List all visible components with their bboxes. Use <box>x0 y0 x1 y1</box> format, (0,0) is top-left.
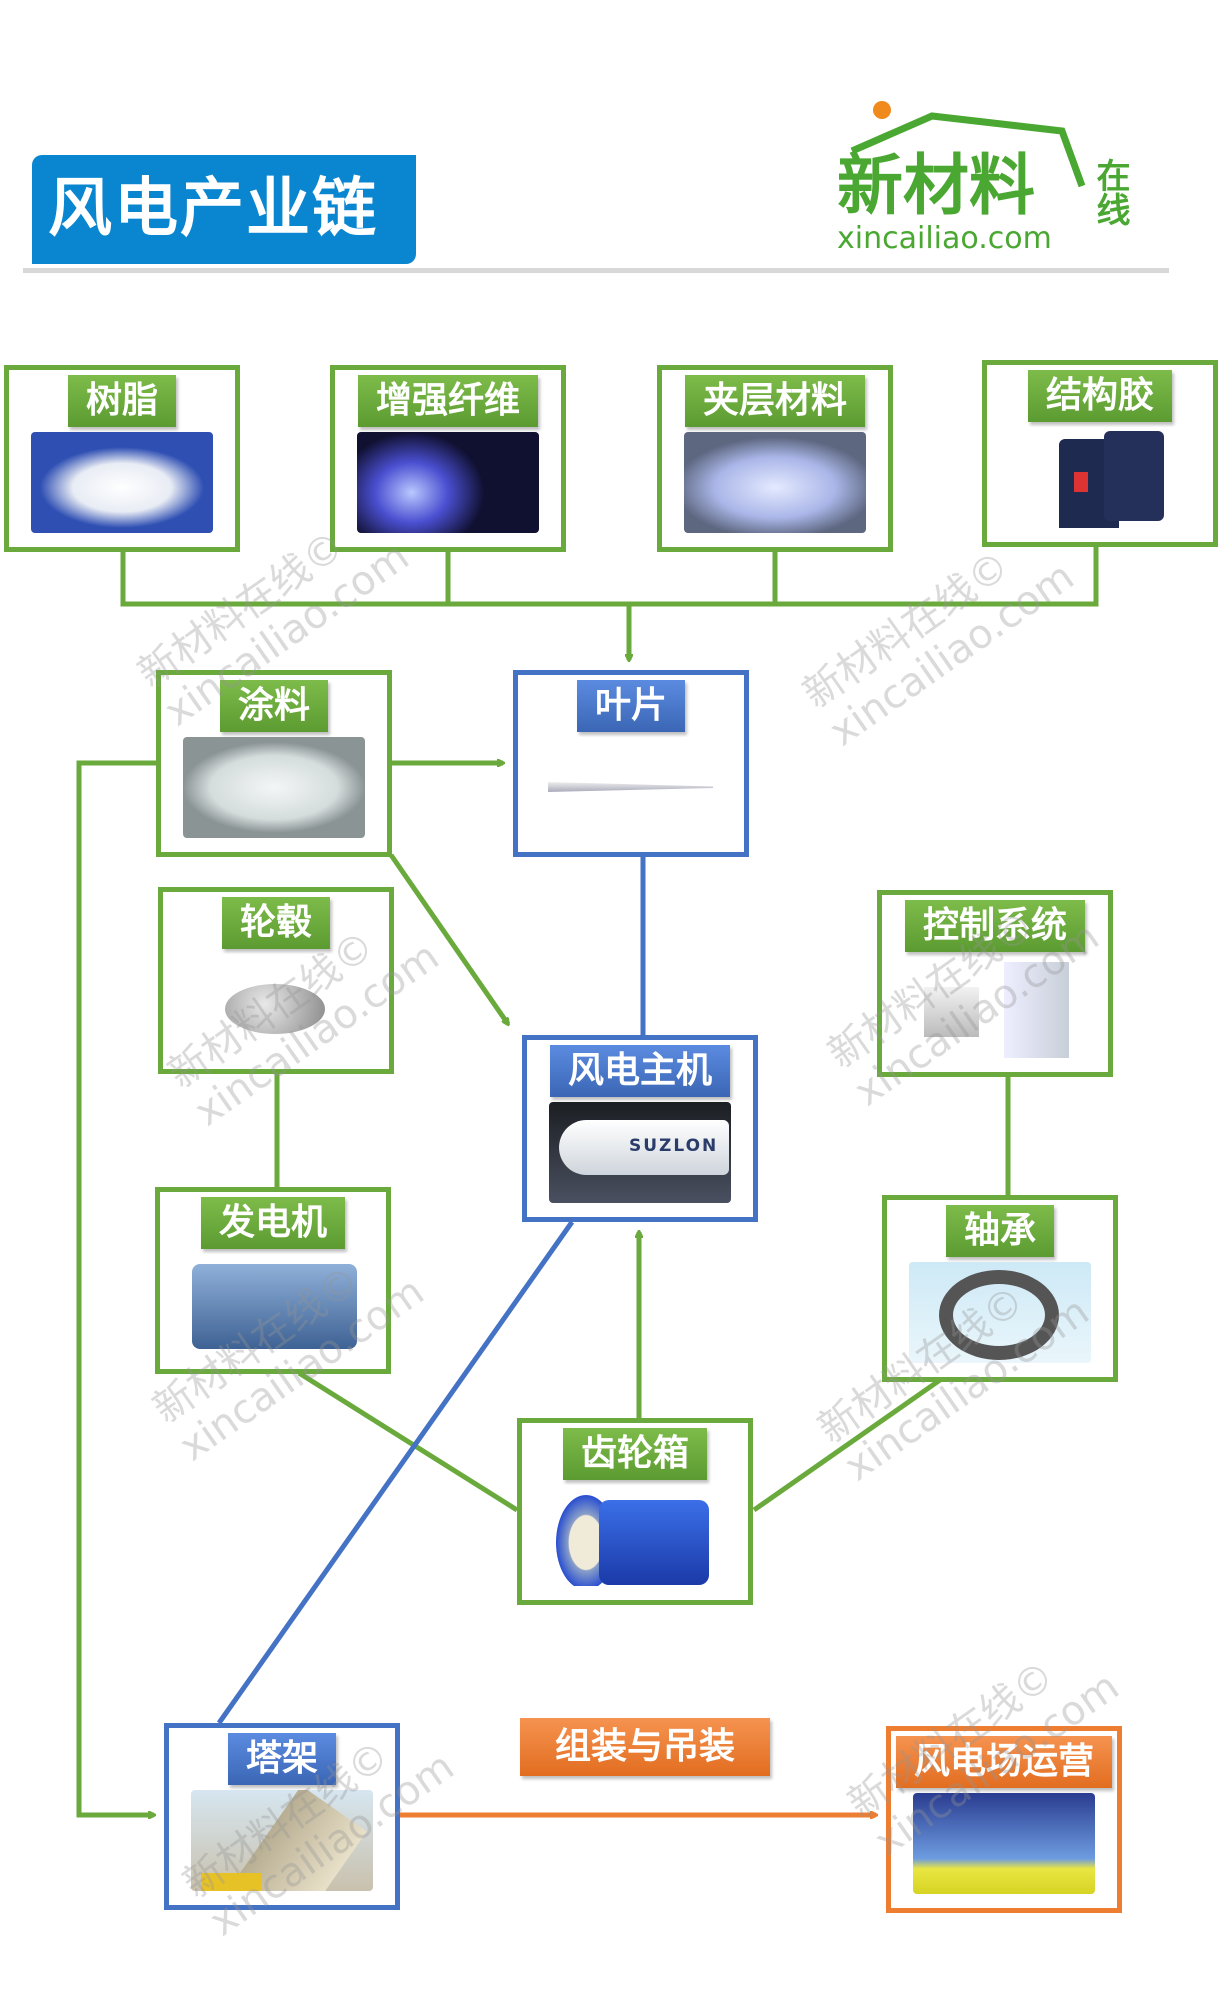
assembly-label: 组装与吊装 <box>520 1718 770 1776</box>
gearbox-image <box>544 1485 726 1586</box>
fiber-image <box>357 432 539 533</box>
generator-image <box>182 1254 364 1355</box>
farm-image <box>913 1793 1095 1894</box>
header-divider <box>23 268 1169 273</box>
resin-image <box>31 432 213 533</box>
hub-image <box>185 954 367 1055</box>
line-bearing-gearbox <box>752 1377 942 1513</box>
bearing-image <box>909 1262 1091 1363</box>
arrow-coating-to-tower <box>76 760 156 1815</box>
node-label: 塔架 <box>227 1733 337 1785</box>
control-image <box>904 957 1086 1058</box>
node-tower[interactable]: 塔架 <box>164 1723 400 1910</box>
node-label: 风电场运营 <box>895 1736 1113 1788</box>
node-label: 树脂 <box>67 375 177 427</box>
node-blade[interactable]: 叶片 <box>513 670 749 857</box>
adhesive-image <box>1009 427 1191 528</box>
logo-suffix: 在线 <box>1090 158 1130 226</box>
node-label: 增强纤维 <box>357 375 539 427</box>
logo: 新材料 在线 xincailiao.com <box>837 101 1130 256</box>
node-farm[interactable]: 风电场运营 <box>886 1726 1122 1913</box>
tower-image <box>191 1790 373 1891</box>
line-materials-bus <box>120 547 1099 607</box>
node-control[interactable]: 控制系统 <box>877 890 1113 1077</box>
arrow-coating-to-turbine <box>388 853 508 1024</box>
node-generator[interactable]: 发电机 <box>155 1187 391 1374</box>
node-label: 涂料 <box>219 680 329 732</box>
node-coating[interactable]: 涂料 <box>156 670 392 857</box>
node-bearing[interactable]: 轴承 <box>882 1195 1118 1382</box>
node-hub[interactable]: 轮毂 <box>158 887 394 1074</box>
node-gearbox[interactable]: 齿轮箱 <box>517 1418 753 1605</box>
node-label: 控制系统 <box>904 900 1086 952</box>
blade-image <box>540 737 722 838</box>
node-adhesive[interactable]: 结构胶 <box>982 360 1218 547</box>
line-turbine-tower <box>216 1220 575 1725</box>
node-core[interactable]: 夹层材料 <box>657 365 893 552</box>
core-image <box>684 432 866 533</box>
node-fiber[interactable]: 增强纤维 <box>330 365 566 552</box>
node-turbine[interactable]: 风电主机 SUZLON <box>522 1035 758 1222</box>
node-label: 轮毂 <box>221 897 331 949</box>
logo-domain: xincailiao.com <box>837 221 1052 256</box>
node-label: 齿轮箱 <box>562 1428 708 1480</box>
turbine-brand: SUZLON <box>629 1136 719 1156</box>
node-label: 结构胶 <box>1027 370 1173 422</box>
node-resin[interactable]: 树脂 <box>4 365 240 552</box>
node-label: 风电主机 <box>549 1045 731 1097</box>
node-label: 发电机 <box>200 1197 346 1249</box>
node-label: 轴承 <box>945 1205 1055 1257</box>
logo-brand: 新材料 <box>837 147 1035 224</box>
page-title: 风电产业链 <box>32 155 416 264</box>
node-label: 夹层材料 <box>684 375 866 427</box>
coating-image <box>183 737 365 838</box>
turbine-image: SUZLON <box>549 1102 731 1203</box>
line-generator-gearbox <box>297 1370 519 1513</box>
node-label: 叶片 <box>576 680 686 732</box>
